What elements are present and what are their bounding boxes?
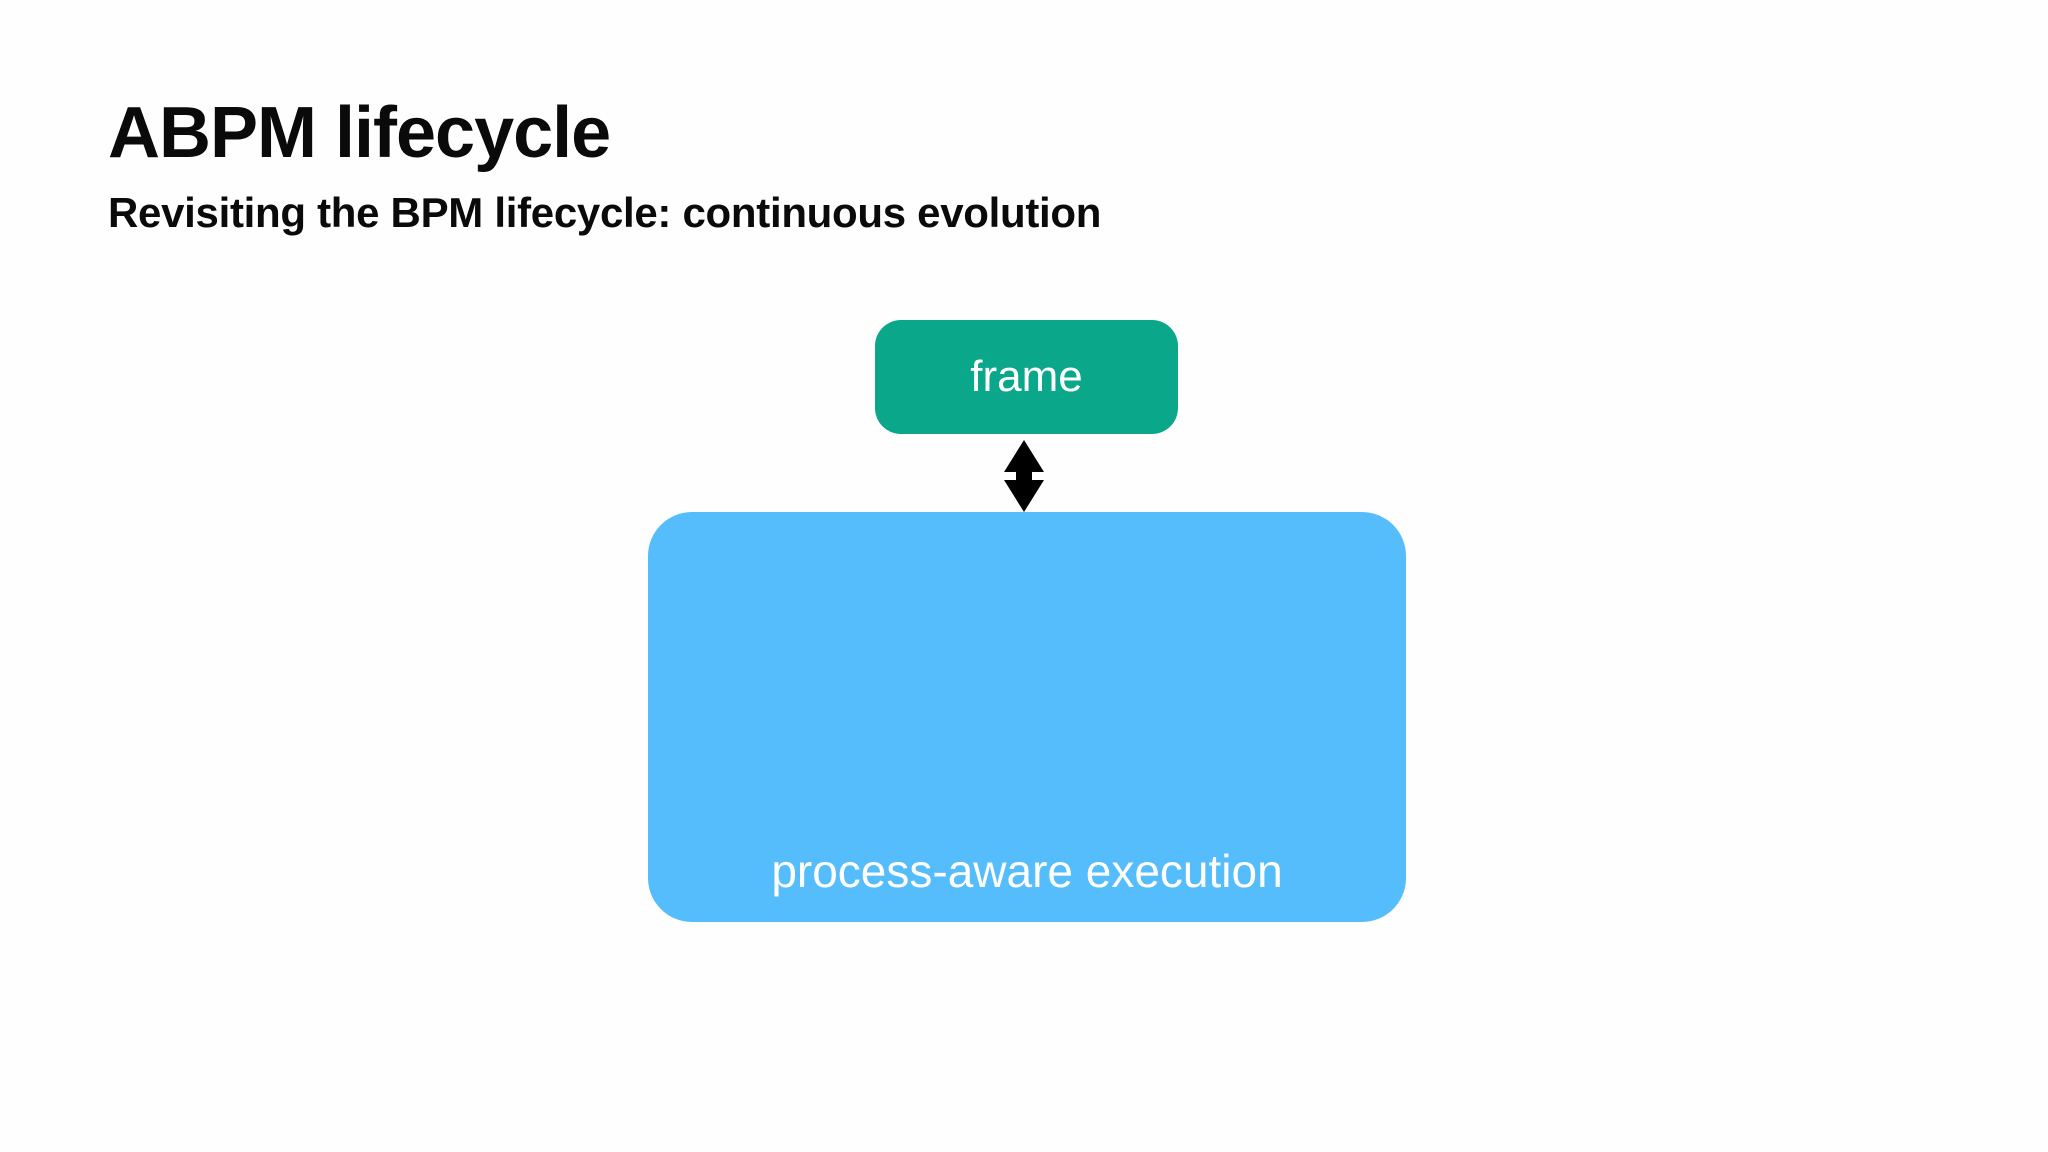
diagram-node-frame[interactable]: frame — [875, 320, 1178, 434]
double-headed-arrow-icon — [996, 438, 1052, 514]
page-title: ABPM lifecycle — [108, 93, 611, 173]
page-subtitle: Revisiting the BPM lifecycle: continuous… — [108, 188, 1102, 236]
diagram-node-process-aware-execution-label: process-aware execution — [771, 845, 1283, 897]
diagram-node-process-aware-execution[interactable]: process-aware execution — [648, 512, 1406, 922]
slide-heading-block: ABPM lifecycle Revisiting the BPM lifecy… — [108, 93, 1708, 236]
diagram-node-frame-label: frame — [970, 352, 1083, 401]
